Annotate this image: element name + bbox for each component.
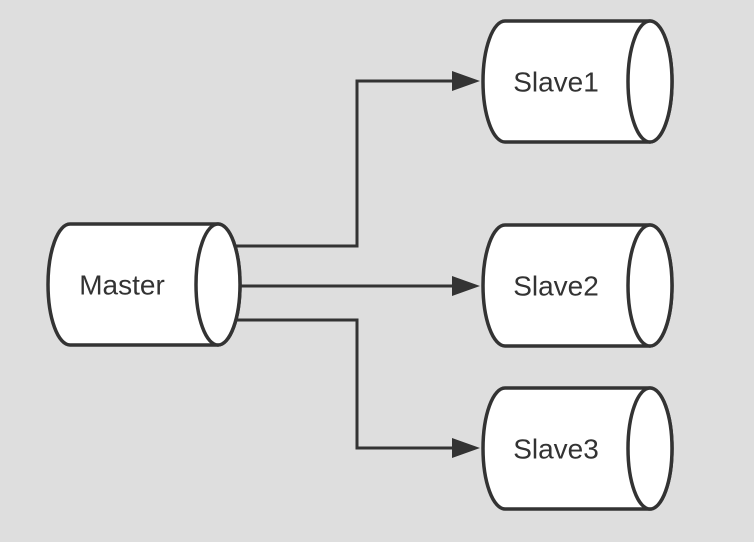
node-slave1-label: Slave1	[513, 67, 599, 98]
node-master: Master	[46, 222, 242, 347]
node-slave3: Slave3	[481, 386, 674, 511]
edge-master-slave3	[218, 318, 456, 450]
master-cylinder-cap	[194, 222, 242, 347]
slave1-cylinder-cap	[626, 19, 674, 144]
edge-master-slave1	[218, 79, 456, 248]
node-slave1: Slave1	[481, 19, 674, 144]
node-slave2: Slave2	[481, 223, 674, 348]
slave3-cylinder-cap	[626, 386, 674, 511]
arrowhead-slave1-icon	[452, 71, 480, 91]
node-slave3-label: Slave3	[513, 434, 599, 465]
node-master-label: Master	[79, 270, 165, 301]
slave2-cylinder-cap	[626, 223, 674, 348]
arrowhead-slave3-icon	[452, 438, 480, 458]
node-slave2-label: Slave2	[513, 271, 599, 302]
arrowhead-slave2-icon	[452, 276, 480, 296]
